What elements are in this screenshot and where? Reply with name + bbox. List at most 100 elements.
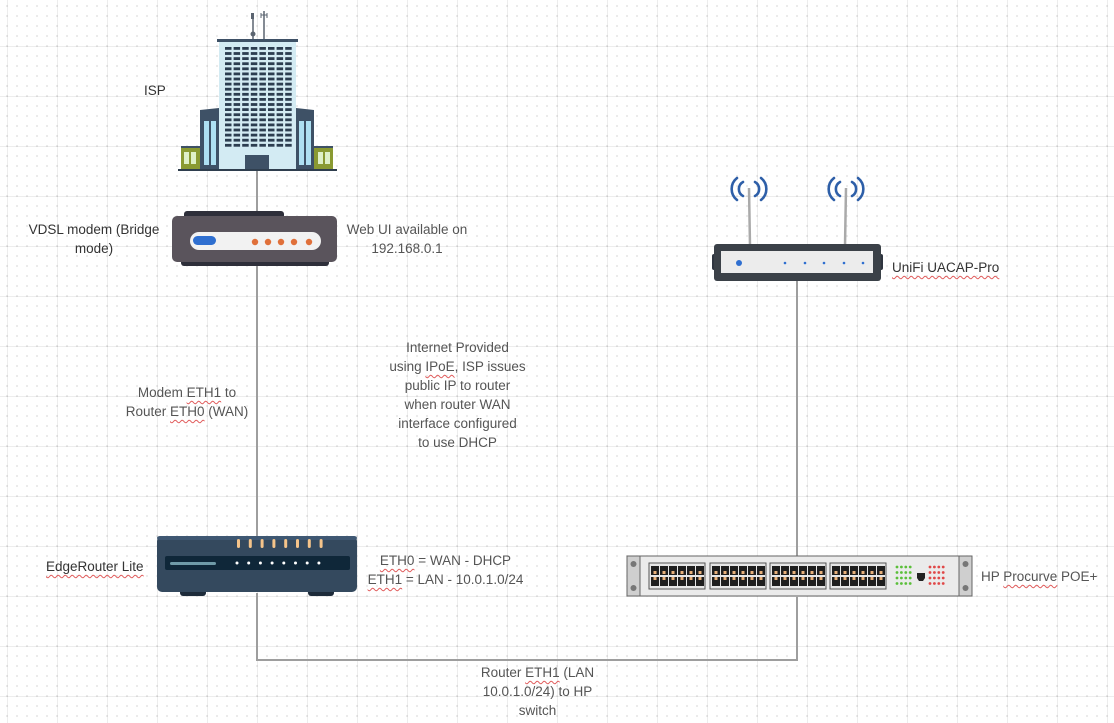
switch-port[interactable] [748, 577, 756, 586]
switch-port[interactable] [817, 577, 825, 586]
switch-port[interactable] [877, 577, 885, 586]
switch-port[interactable] [669, 577, 677, 586]
switch-port[interactable] [660, 566, 668, 575]
router-status-led [317, 561, 321, 565]
switch-port[interactable] [868, 577, 876, 586]
switch-port[interactable] [850, 566, 858, 575]
edge-label-line: 10.0.1.0/24) to HP [482, 684, 593, 699]
router-status-led [305, 561, 309, 565]
switch-port[interactable] [772, 577, 780, 586]
router-port-led [307, 539, 311, 548]
switch-port[interactable] [739, 566, 747, 575]
router-port-led [272, 539, 276, 548]
edge-router-switch[interactable] [256, 593, 798, 661]
modem-status-led [193, 236, 216, 245]
switch-port[interactable] [781, 566, 789, 575]
switch-port[interactable] [841, 577, 849, 586]
router-port-led [284, 539, 288, 548]
router-label: EdgeRouter Lite [46, 557, 144, 576]
switch-port[interactable] [868, 566, 876, 575]
router-status-led [235, 561, 239, 565]
switch-port[interactable] [841, 566, 849, 575]
modem-note-line: Web UI available on [346, 222, 468, 237]
switch-port[interactable] [817, 566, 825, 575]
switch-port[interactable] [651, 566, 659, 575]
switch-port[interactable] [696, 566, 704, 575]
modem-label: VDSL modem (Bridge mode) [22, 220, 166, 258]
switch-port[interactable] [832, 566, 840, 575]
spellcheck-mark: Procurve [1003, 569, 1058, 584]
spellcheck-mark: ETH1 [367, 572, 403, 587]
router-note-line: ETH0 = WAN - DHCP [379, 553, 512, 568]
switch-port[interactable] [790, 566, 798, 575]
switch-port[interactable] [696, 577, 704, 586]
router-port-led [319, 539, 323, 548]
router-note-line: ETH1 = LAN - 10.0.1.0/24 [367, 572, 524, 587]
spellcheck-mark: ETH0 [170, 404, 205, 419]
wifi-signal-icon [730, 176, 865, 202]
annotation-line: interface configured [398, 416, 517, 431]
switch-port[interactable] [757, 577, 765, 586]
switch-port[interactable] [730, 566, 738, 575]
switch-port[interactable] [669, 566, 677, 575]
switch-port[interactable] [808, 566, 816, 575]
router-status-led [270, 561, 274, 565]
switch-port[interactable] [781, 577, 789, 586]
router-port-led [237, 539, 240, 548]
spellcheck-mark: ETH1 [186, 385, 222, 400]
switch-port[interactable] [859, 577, 867, 586]
annotation-line: using IPoE, ISP issues [389, 359, 526, 374]
router-status-led [294, 561, 297, 565]
switch-label: HP Procurve POE+ [981, 569, 1098, 584]
switch-port[interactable] [730, 577, 738, 586]
switch-port[interactable] [721, 566, 729, 575]
router-label-text: EdgeRouter Lite [46, 559, 144, 574]
switch-port[interactable] [739, 577, 747, 586]
router-status-led [247, 561, 251, 565]
router-note: ETH0 = WAN - DHCP ETH1 = LAN - 10.0.1.0/… [358, 551, 533, 589]
console-port-icon [917, 573, 925, 581]
annotation-line: when router WAN [404, 397, 511, 412]
edge-modem-router-label: Modem ETH1 to Router ETH0 (WAN) [107, 383, 267, 421]
switch-port[interactable] [757, 566, 765, 575]
switch-port[interactable] [799, 577, 807, 586]
switch-port[interactable] [790, 577, 798, 586]
switch-port[interactable] [678, 566, 686, 575]
switch-port[interactable] [859, 566, 867, 575]
switch-port[interactable] [748, 566, 756, 575]
switch-port[interactable] [799, 566, 807, 575]
isp-label: ISP [144, 83, 166, 98]
modem-label-line: VDSL modem (Bridge [28, 222, 160, 237]
switch-port[interactable] [651, 577, 659, 586]
modem-label-line: mode) [74, 241, 114, 256]
switch-port[interactable] [660, 577, 668, 586]
switch-port[interactable] [678, 577, 686, 586]
edge-label-line: switch [518, 703, 557, 718]
switch-port[interactable] [877, 566, 885, 575]
router-port-led [296, 539, 299, 548]
annotation-line: Internet Provided [406, 340, 509, 355]
ipoe-annotation: Internet Provided using IPoE, ISP issues… [375, 338, 540, 452]
switch-port[interactable] [687, 566, 695, 575]
spellcheck-mark: ETH1 [525, 665, 560, 680]
switch-port[interactable] [772, 566, 780, 575]
switch-port[interactable] [832, 577, 840, 586]
access-point-label-text: UniFi UACAP-Pro [892, 260, 1000, 275]
switch-port[interactable] [712, 577, 720, 586]
switch-port[interactable] [712, 566, 720, 575]
router-port-led [260, 539, 264, 548]
router-port-led [248, 539, 252, 548]
annotation-line: to use DHCP [418, 435, 497, 450]
edge-router-switch-label: Router ETH1 (LAN 10.0.1.0/24) to HP swit… [460, 663, 615, 720]
switch-port[interactable] [850, 577, 858, 586]
switch-port[interactable] [687, 577, 695, 586]
modem-note: Web UI available on 192.168.0.1 [340, 220, 474, 258]
modem-port-leds [251, 238, 313, 246]
switch-port[interactable] [808, 577, 816, 586]
switch-port[interactable] [721, 577, 729, 586]
